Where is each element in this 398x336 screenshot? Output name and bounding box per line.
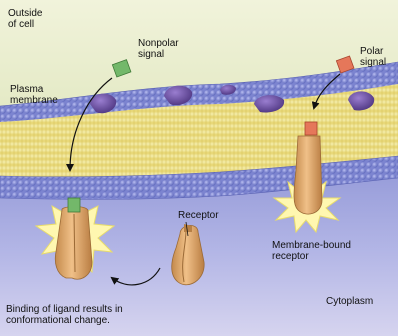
label-binding-caption: Binding of ligand results in conformatio… [6,304,123,326]
polar-signal-bound [305,122,317,135]
label-nonpolar-signal: Nonpolar signal [138,38,179,60]
nonpolar-signal-bound [68,198,80,212]
label-receptor: Receptor [178,210,219,221]
label-plasma-membrane: Plasma membrane [10,84,58,106]
membrane-bound-receptor-body [294,136,322,214]
label-cytoplasm: Cytoplasm [326,296,373,307]
label-polar-signal: Polar signal [360,46,386,68]
label-membrane-bound-receptor: Membrane-bound receptor [272,240,351,262]
label-outside-of-cell: Outside of cell [8,8,42,30]
